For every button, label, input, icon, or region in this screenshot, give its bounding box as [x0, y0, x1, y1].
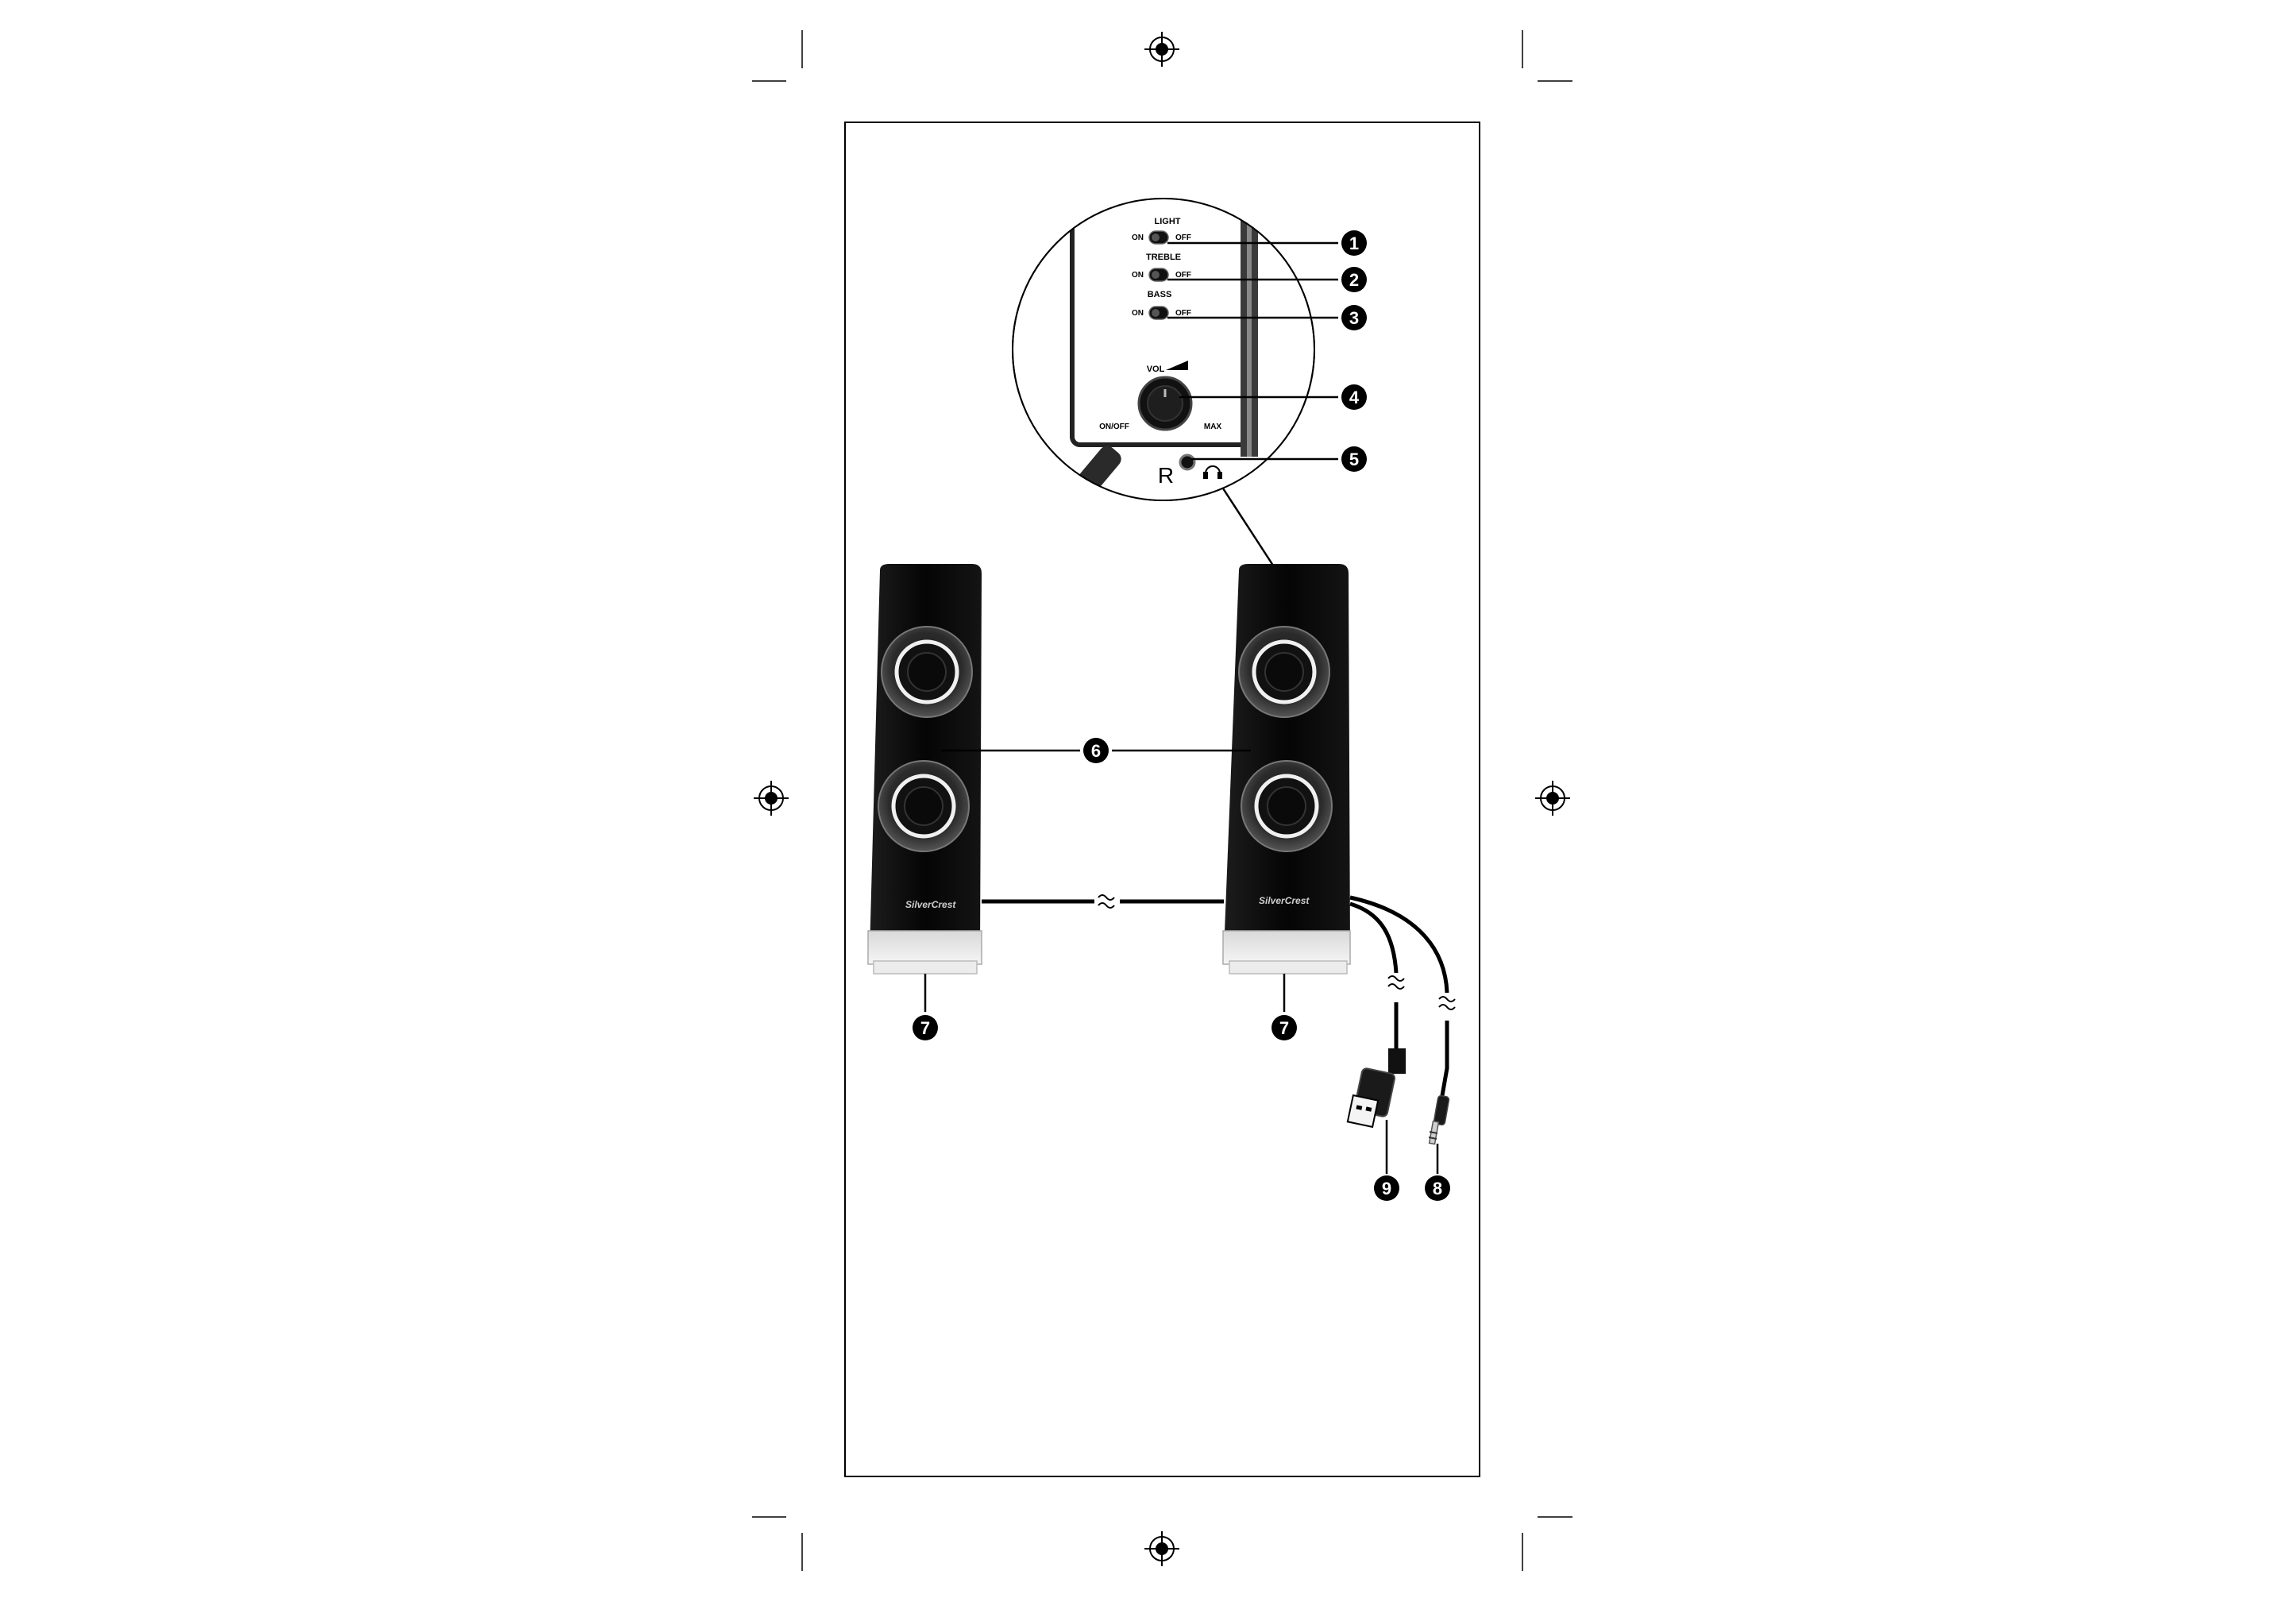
headphone-icon	[1203, 465, 1222, 479]
svg-text:8: 8	[1433, 1179, 1442, 1198]
callout-5: 5	[1341, 446, 1367, 472]
speaker-right: SilverCrest	[1222, 564, 1351, 975]
callout-4: 4	[1341, 384, 1367, 410]
svg-text:4: 4	[1349, 388, 1360, 407]
svg-text:2: 2	[1349, 270, 1359, 290]
speaker-interconnect-cable	[982, 894, 1224, 909]
svg-text:9: 9	[1382, 1179, 1391, 1198]
volume-ramp-icon	[1166, 361, 1188, 370]
callout-7-left: 7	[913, 1015, 938, 1040]
bass-label: BASS	[1148, 290, 1172, 299]
light-on-label: ON	[1132, 234, 1144, 242]
audio-jack-plug	[1428, 1094, 1450, 1145]
audio-cable	[1349, 895, 1449, 1101]
speaker-left-woofer-top	[881, 626, 973, 718]
vol-label: VOL	[1147, 365, 1165, 374]
volume-knob[interactable]	[1137, 376, 1193, 431]
crop-marks	[752, 30, 1572, 1571]
speaker-right-brand: SilverCrest	[1259, 895, 1310, 906]
speaker-left: SilverCrest	[867, 564, 982, 975]
svg-text:5: 5	[1349, 450, 1359, 469]
treble-on-label: ON	[1132, 271, 1144, 280]
zoom-leader-line	[1221, 488, 1276, 569]
svg-text:1: 1	[1349, 234, 1359, 253]
speaker-left-base	[867, 930, 982, 975]
max-label: MAX	[1204, 423, 1222, 431]
callout-6: 6	[1083, 738, 1109, 763]
audio-cable-break	[1438, 996, 1456, 1010]
svg-text:7: 7	[920, 1018, 930, 1038]
speaker-right-base	[1222, 930, 1351, 975]
bass-off-label: OFF	[1175, 309, 1191, 318]
light-label: LIGHT	[1155, 217, 1181, 226]
registration-mark-right	[1535, 781, 1570, 816]
speaker-left-brand: SilverCrest	[905, 899, 956, 910]
svg-text:6: 6	[1091, 741, 1101, 761]
speaker-left-woofer-bottom	[878, 760, 970, 852]
usb-cable-break	[1387, 975, 1405, 990]
registration-mark-bottom	[1144, 1531, 1179, 1566]
treble-label: TREBLE	[1146, 253, 1181, 262]
channel-label: R	[1158, 463, 1174, 488]
headphone-jack[interactable]	[1179, 453, 1196, 471]
usb-cable	[1349, 901, 1399, 1048]
bass-on-label: ON	[1132, 309, 1144, 318]
callout-8: 8	[1425, 1175, 1450, 1201]
light-off-label: OFF	[1175, 234, 1191, 242]
registration-mark-top	[1144, 32, 1179, 67]
page-frame	[844, 122, 1480, 1477]
treble-off-label: OFF	[1175, 271, 1191, 280]
control-panel-zoom: LIGHT ON OFF TREBLE ON OFF BASS ON OFF V…	[1012, 198, 1315, 501]
callout-leaders	[924, 241, 1439, 1174]
onoff-label: ON/OFF	[1099, 423, 1129, 431]
callout-9: 9	[1374, 1175, 1399, 1201]
usb-plug	[1346, 1048, 1406, 1129]
speaker-right-woofer-bottom	[1241, 760, 1333, 852]
callout-2: 2	[1341, 267, 1367, 292]
callout-7-right: 7	[1271, 1015, 1297, 1040]
callout-3: 3	[1341, 305, 1367, 330]
svg-text:7: 7	[1279, 1018, 1289, 1038]
speaker-right-woofer-top	[1238, 626, 1330, 718]
callout-1: 1	[1341, 230, 1367, 256]
svg-text:3: 3	[1349, 308, 1359, 328]
registration-mark-left	[754, 781, 789, 816]
